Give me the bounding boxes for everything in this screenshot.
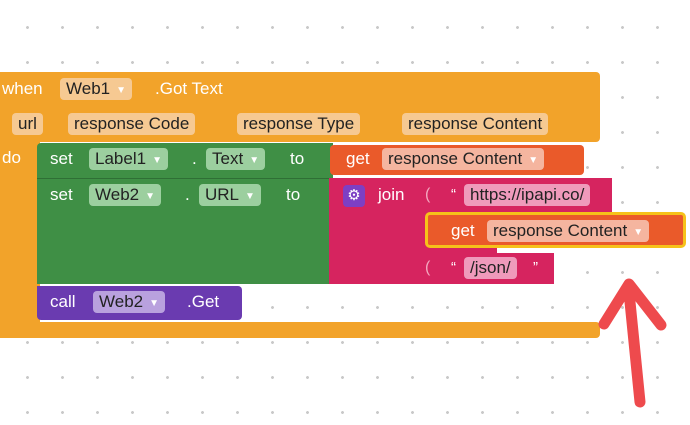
variable-dropdown-response-content[interactable]: response Content▼ [382,148,545,170]
when-keyword: when [2,79,43,98]
event-block-bottom-bar [0,322,600,338]
dot-separator: . [192,149,197,168]
param-url[interactable]: url [12,113,43,135]
param-response-code[interactable]: response Code [68,113,196,135]
join-block-stem [329,213,437,284]
param-response-content[interactable]: response Content [402,113,549,135]
chevron-down-icon: ▼ [116,85,127,96]
get-keyword: get [346,149,370,168]
property-dropdown-url[interactable]: URL▼ [199,184,261,206]
to-keyword: to [290,149,305,168]
arrow-annotation-icon [598,278,667,408]
set-label1-text-block[interactable] [37,143,333,178]
chevron-down-icon: ▼ [528,155,539,166]
set-keyword: set [50,185,73,204]
chevron-down-icon: ▼ [633,227,644,238]
close-quote: ” [533,259,538,276]
component-dropdown-label1[interactable]: Label1▼ [89,148,168,170]
component-dropdown-web1[interactable]: Web1▼ [60,78,133,100]
component-dropdown-web2[interactable]: Web2▼ [93,291,166,313]
set-keyword: set [50,149,73,168]
call-keyword: call [50,292,76,311]
open-quote: “ [451,186,456,203]
open-quote: “ [451,259,456,276]
chevron-down-icon: ▼ [145,191,156,202]
get-keyword: get [451,221,475,240]
join-keyword: join [378,185,405,204]
socket-bracket: ( [425,259,431,276]
do-keyword: do [2,148,21,167]
event-block-left-rail [0,142,40,322]
property-dropdown-text[interactable]: Text▼ [206,148,266,170]
socket-bracket: ( [425,186,431,203]
chevron-down-icon: ▼ [152,155,162,166]
chevron-down-icon: ▼ [149,298,160,309]
string-https-ipapi[interactable]: https://ipapi.co/ [464,184,591,206]
gear-icon[interactable]: ⚙ [343,185,365,207]
string-json[interactable]: /json/ [464,257,517,279]
variable-dropdown-response-content[interactable]: response Content▼ [487,220,650,242]
chevron-down-icon: ▼ [249,155,260,166]
to-keyword: to [286,185,301,204]
set-web2-url-block[interactable] [37,178,329,284]
event-name: .Got Text [155,79,223,98]
param-response-type[interactable]: response Type [237,113,361,135]
method-name: .Get [187,292,220,311]
close-quote: ” [619,186,624,203]
dot-separator: . [185,185,190,204]
component-dropdown-web2[interactable]: Web2▼ [89,184,162,206]
chevron-down-icon: ▼ [245,191,255,202]
join-block-connector [437,247,497,253]
